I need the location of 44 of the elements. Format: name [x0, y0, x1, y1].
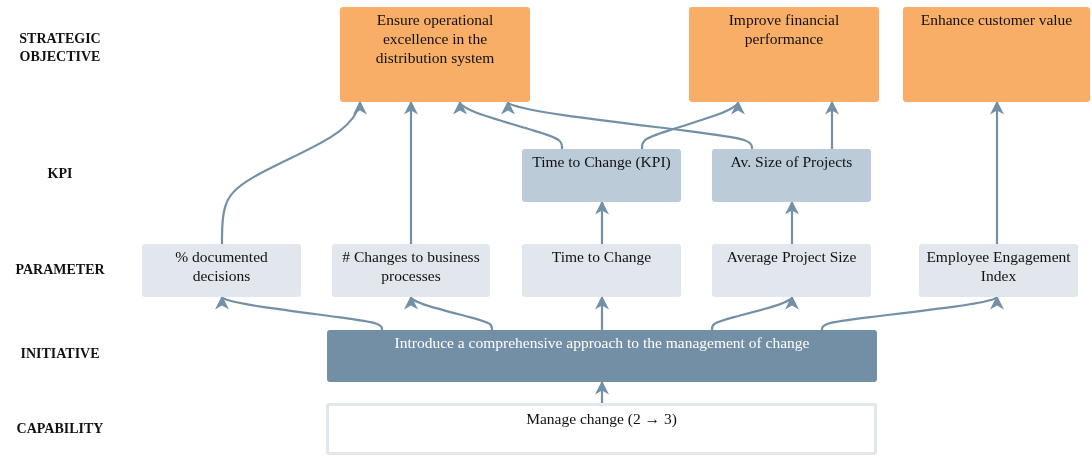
arrow — [220, 100, 367, 244]
arrow — [404, 100, 418, 244]
arrow — [825, 100, 839, 149]
initiative-bar — [327, 330, 877, 382]
node-text: # Changes to business processes — [341, 247, 481, 285]
arrow — [710, 295, 799, 331]
arrow — [990, 100, 1004, 244]
arrow — [595, 295, 609, 330]
node-text: Ensure operational excellence in the distribution system — [374, 10, 496, 67]
row-label: INITIATIVE — [19, 345, 101, 363]
node-text: Enhance customer value — [920, 10, 1073, 29]
node-text: % documented decisions — [174, 247, 269, 285]
row-label: CAPABILITY — [15, 420, 105, 438]
parameter-box — [332, 244, 490, 297]
arrow — [595, 380, 609, 403]
capability-box — [326, 403, 877, 455]
row-label: STRATEGIC OBJECTIVE — [18, 30, 102, 66]
node-text: Time to Change (KPI) — [532, 152, 671, 171]
kpi-box — [522, 149, 681, 202]
parameter-box — [142, 244, 301, 297]
kpi-box — [712, 149, 871, 202]
parameter-box — [522, 244, 681, 297]
objective-box — [903, 7, 1090, 102]
node-text: Improve financial performance — [727, 10, 841, 48]
arrow — [820, 295, 1004, 331]
arrow — [640, 100, 745, 149]
arrow — [404, 295, 494, 331]
arrow — [453, 100, 564, 149]
parameter-box — [919, 244, 1078, 297]
node-text: Average Project Size — [726, 247, 857, 266]
arrow — [501, 100, 754, 150]
parameter-box — [712, 244, 871, 297]
node-text: Introduce a comprehensive approach to the management of change — [394, 333, 810, 352]
row-label: KPI — [46, 165, 74, 183]
node-text: Employee Engagement Index — [925, 247, 1072, 285]
node-text: Manage change (2 → 3) — [526, 409, 677, 428]
arrow — [595, 200, 609, 244]
objective-box — [689, 7, 879, 102]
node-text: Time to Change — [551, 247, 652, 266]
objective-box — [340, 7, 530, 102]
row-label: PARAMETER — [14, 261, 106, 279]
arrow — [785, 200, 799, 244]
arrow — [215, 295, 384, 331]
node-text: Av. Size of Projects — [730, 152, 853, 171]
